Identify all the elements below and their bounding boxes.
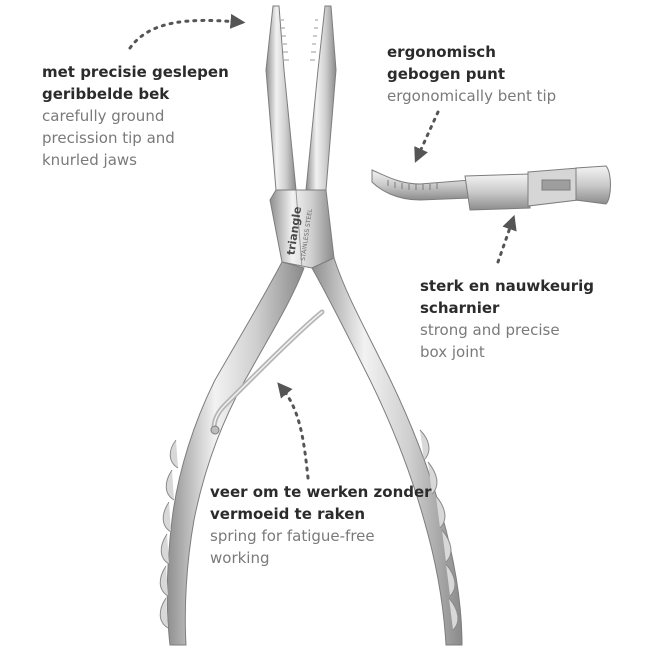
side-view-handle <box>575 165 611 205</box>
callout-tip: ergonomisch gebogen punt ergonomically b… <box>387 41 556 107</box>
arrow-to-tip <box>414 110 440 163</box>
callout-joint-nl-line1: sterk en nauwkeurig <box>420 277 594 295</box>
arrow-to-spring <box>277 382 310 480</box>
callout-tip-nl-line1: ergonomisch <box>387 43 496 61</box>
callout-joint: sterk en nauwkeurig scharnier strong and… <box>420 275 594 363</box>
right-grip-ridges <box>419 429 459 631</box>
callout-joint-en-line1: strong and precise <box>420 321 560 339</box>
callout-jaws: met precisie geslepen geribbelde bek car… <box>42 61 229 171</box>
callout-jaws-en-line3: knurled jaws <box>42 151 137 169</box>
bent-tip <box>371 169 471 201</box>
callout-tip-nl-line2: gebogen punt <box>387 65 506 83</box>
callout-arrows <box>128 13 517 480</box>
callout-joint-nl-line2: scharnier <box>420 299 500 317</box>
callout-jaws-en-line2: precission tip and <box>42 129 175 147</box>
pliers-right-jaw <box>305 5 337 201</box>
callout-spring-en-line2: working <box>210 549 270 567</box>
left-grip-ridges <box>159 439 179 629</box>
callout-spring: veer om te werken zonder vermoeid te rak… <box>210 481 432 569</box>
pliers-side-view <box>371 165 611 211</box>
pliers-left-jaw <box>265 5 297 201</box>
pliers-left-handle <box>166 261 305 646</box>
arrow-to-jaws <box>128 13 246 50</box>
callout-jaws-nl-line2: geribbelde bek <box>42 85 170 103</box>
pliers-main: triangle STAINLESS STEEL <box>159 5 463 646</box>
callout-jaws-en-line1: carefully ground <box>42 107 165 125</box>
pliers-right-handle <box>311 257 463 646</box>
callout-spring-nl-line1: veer om te werken zonder <box>210 483 432 501</box>
callout-jaws-nl-line1: met precisie geslepen <box>42 63 229 81</box>
bent-tip-teeth <box>387 180 438 190</box>
knurled-jaw-teeth <box>281 19 318 61</box>
callout-tip-en-line1: ergonomically bent tip <box>387 87 557 105</box>
callout-spring-nl-line2: vermoeid te raken <box>210 505 366 523</box>
callout-spring-en-line1: spring for fatigue-free <box>210 527 375 545</box>
arrow-to-joint <box>496 214 517 264</box>
spring-rivet <box>210 425 220 435</box>
side-view-body <box>464 173 531 211</box>
callout-joint-en-line2: box joint <box>420 343 485 361</box>
